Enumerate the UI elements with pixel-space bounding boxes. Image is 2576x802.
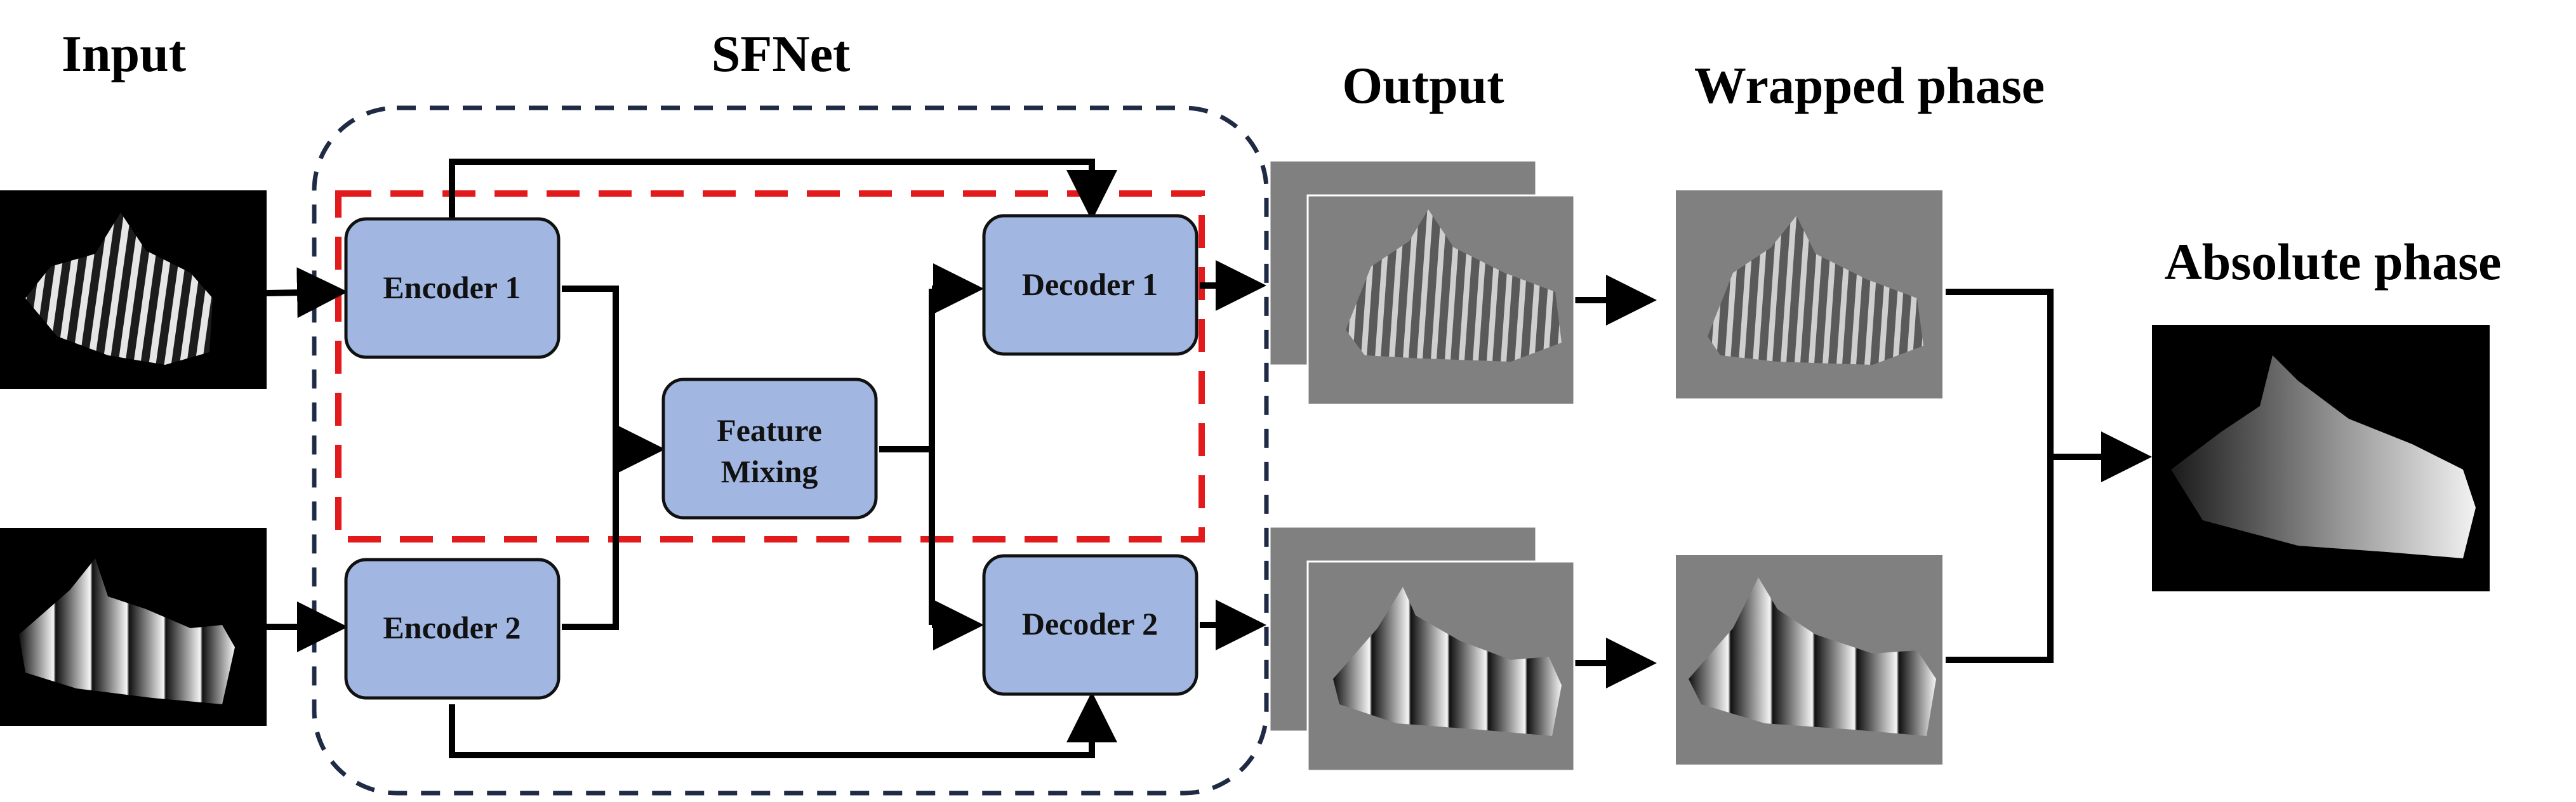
feature-mixing-label-line2: Mixing	[721, 454, 818, 489]
absolute-phase-title: Absolute phase	[2165, 233, 2502, 291]
output-phase-images	[1268, 525, 1576, 772]
input-title: Input	[62, 25, 186, 82]
input-fringe-image	[0, 190, 267, 389]
decoder-1-label: Decoder 1	[1022, 266, 1158, 302]
network-connections	[266, 159, 2152, 758]
encoder-1-block: Encoder 1	[344, 217, 561, 359]
output-fringe-images	[1268, 159, 1576, 406]
wrapped-phase-title: Wrapped phase	[1694, 56, 2045, 114]
encoder-2-label: Encoder 2	[383, 610, 521, 645]
decoder-2-label: Decoder 2	[1022, 606, 1158, 641]
encoder-1-label: Encoder 1	[383, 270, 521, 305]
wrapped-phase-fringe-image	[1676, 190, 1942, 398]
output-title: Output	[1342, 56, 1504, 114]
sfnet-container	[312, 105, 1269, 796]
encoder-2-block: Encoder 2	[344, 558, 561, 700]
input-phase-image	[0, 528, 267, 726]
shared-path-highlight	[335, 190, 1205, 542]
wrapped-phase-image	[1676, 555, 1942, 765]
feature-mixing-label-line1: Feature	[717, 412, 822, 448]
feature-mixing-block: Feature Mixing	[661, 378, 878, 520]
decoder-1-block: Decoder 1	[982, 214, 1198, 356]
decoder-2-block: Decoder 2	[982, 554, 1198, 696]
absolute-phase-image	[2152, 325, 2490, 591]
sfnet-title: SFNet	[712, 25, 851, 82]
